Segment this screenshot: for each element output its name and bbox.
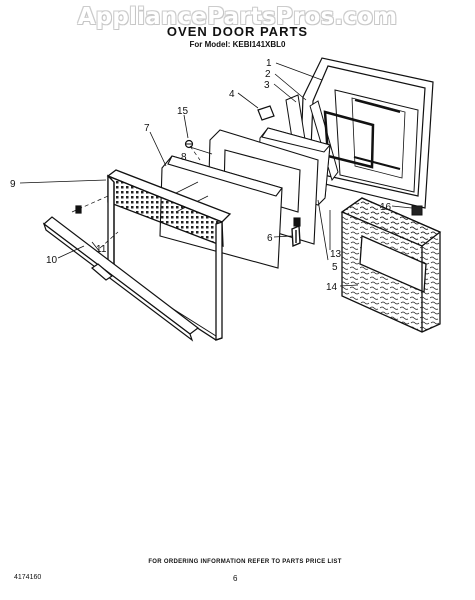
alignment-lines xyxy=(71,145,201,249)
callout-1: 1 xyxy=(266,58,272,69)
callout-8: 8 xyxy=(181,152,187,163)
callout-16: 16 xyxy=(380,202,392,213)
page-title: OVEN DOOR PARTS xyxy=(166,24,309,39)
callout-3: 3 xyxy=(264,80,270,91)
screw-part xyxy=(184,139,194,149)
handle-trim-part xyxy=(42,205,199,342)
callout-5: 5 xyxy=(332,262,338,273)
leader-lines xyxy=(19,62,413,287)
callout-7: 7 xyxy=(144,123,150,134)
clip-part xyxy=(257,105,275,121)
ordering-note: FOR ORDERING INFORMATION REFER TO PARTS … xyxy=(148,559,342,565)
model-subtitle: For Model: KEBI141XBL0 xyxy=(189,40,286,49)
watermark-text: AppliancePartsPros.com xyxy=(77,4,398,30)
callout-10: 10 xyxy=(46,255,58,266)
latch-part xyxy=(291,224,301,248)
callout-14: 14 xyxy=(326,282,338,293)
callout-15: 15 xyxy=(177,106,189,117)
outer-door-frame-part xyxy=(106,169,232,341)
callout-9: 9 xyxy=(10,179,16,190)
callout-11: 11 xyxy=(96,244,107,255)
insulation-pad-part xyxy=(340,197,442,333)
callout-2: 2 xyxy=(265,69,271,80)
page-number: 6 xyxy=(233,574,238,583)
callout-6: 6 xyxy=(267,233,273,244)
callout-13: 13 xyxy=(330,249,342,260)
small-block-part xyxy=(411,205,423,216)
callout-4: 4 xyxy=(229,89,235,100)
document-code: 4174160 xyxy=(14,574,42,581)
